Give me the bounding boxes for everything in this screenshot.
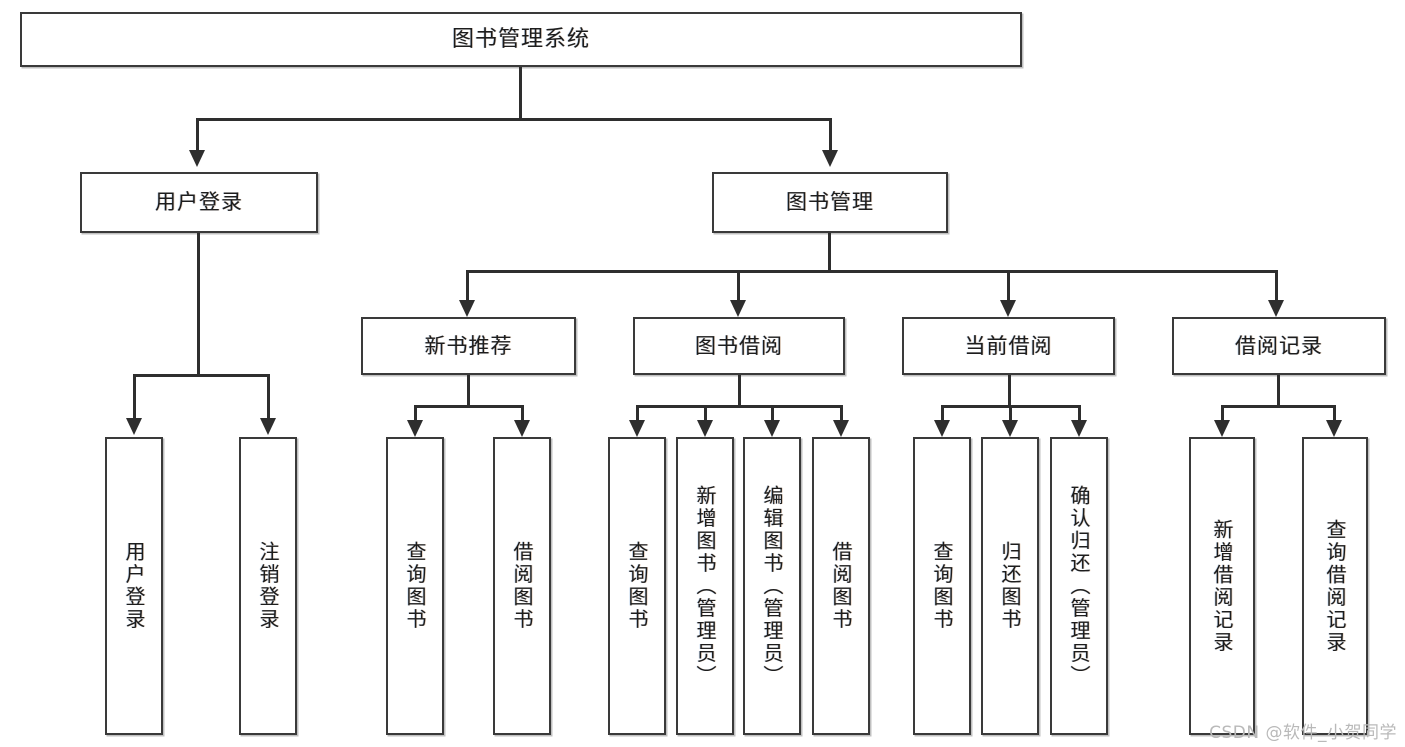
node-label: 归还图书 [998, 541, 1022, 631]
arrowhead-bb-4 [833, 420, 849, 437]
node-label: 用户登录 [122, 541, 146, 631]
leaf-nbr-query-book[interactable]: 查询图书 [386, 437, 444, 735]
node-user-login[interactable]: 用户登录 [80, 172, 318, 233]
connector-leg-bb-1 [636, 405, 639, 420]
connector-leg-nbr-2 [521, 405, 524, 420]
connector-bb-bus [636, 405, 843, 408]
leaf-bb-edit-book-admin[interactable]: 编辑图书（管理员） [743, 437, 801, 735]
node-label: 新增借阅记录 [1210, 518, 1234, 654]
node-book-management[interactable]: 图书管理 [712, 172, 948, 233]
arrowhead-cb-1 [934, 420, 950, 437]
connector-leg-book-manage [829, 118, 832, 150]
arrowhead-ul-1 [126, 418, 142, 435]
connector-user-login-stub [197, 233, 200, 374]
node-label: 确认归还（管理员） [1067, 484, 1091, 688]
node-label: 查询图书 [930, 541, 954, 631]
leaf-cb-return-book[interactable]: 归还图书 [981, 437, 1039, 735]
leaf-cb-query-book[interactable]: 查询图书 [913, 437, 971, 735]
arrowhead-nbr-1 [407, 420, 423, 437]
connector-leg-l3-4 [1275, 270, 1278, 300]
connector-root-stub [519, 67, 522, 118]
connector-leg-br-2 [1333, 405, 1336, 420]
node-label: 图书借阅 [695, 333, 783, 358]
leaf-logout[interactable]: 注销登录 [239, 437, 297, 735]
node-label: 新书推荐 [424, 333, 513, 358]
arrowhead-ul-2 [260, 418, 276, 435]
node-label: 查询图书 [403, 541, 427, 631]
connector-leg-bb-4 [840, 405, 843, 420]
connector-leg-bb-3 [771, 405, 774, 420]
connector-user-login-bus [133, 374, 270, 377]
connector-br-stub [1277, 375, 1280, 405]
leaf-cb-confirm-return-admin[interactable]: 确认归还（管理员） [1050, 437, 1108, 735]
watermark-text: CSDN @软件_小贺同学 [1209, 723, 1397, 743]
connector-leg-cb-2 [1009, 405, 1012, 420]
connector-cb-stub [1008, 375, 1011, 405]
node-borrow-record[interactable]: 借阅记录 [1172, 317, 1386, 375]
arrowhead-bb-2 [697, 420, 713, 437]
arrowhead-l3-2 [730, 300, 746, 317]
arrowhead-book-manage [822, 150, 838, 167]
node-label: 用户登录 [155, 190, 243, 215]
arrowhead-user-login [189, 150, 205, 167]
connector-root-bus [196, 118, 832, 121]
arrowhead-cb-3 [1071, 420, 1087, 437]
connector-leg-cb-1 [941, 405, 944, 420]
connector-leg-l3-1 [466, 270, 469, 300]
node-label: 借阅图书 [510, 541, 534, 631]
node-label: 编辑图书（管理员） [760, 484, 784, 688]
connector-leg-l3-2 [737, 270, 740, 300]
node-label: 注销登录 [256, 541, 280, 631]
node-label: 查询图书 [625, 541, 649, 631]
node-label: 图书管理系统 [451, 26, 590, 52]
connector-leg-nbr-1 [414, 405, 417, 420]
connector-nbr-bus [414, 405, 524, 408]
node-label: 借阅记录 [1235, 333, 1323, 358]
arrowhead-nbr-2 [514, 420, 530, 437]
arrowhead-br-2 [1326, 420, 1342, 437]
node-label: 查询借阅记录 [1323, 518, 1347, 654]
connector-book-manage-bus [466, 270, 1278, 273]
connector-leg-ul-1 [133, 374, 136, 418]
node-current-borrow[interactable]: 当前借阅 [902, 317, 1115, 375]
node-book-borrow[interactable]: 图书借阅 [633, 317, 845, 375]
arrowhead-l3-4 [1268, 300, 1284, 317]
node-label: 当前借阅 [964, 333, 1053, 358]
leaf-br-add-record[interactable]: 新增借阅记录 [1189, 437, 1255, 735]
arrowhead-cb-2 [1002, 420, 1018, 437]
connector-bb-stub [738, 375, 741, 405]
leaf-user-login[interactable]: 用户登录 [105, 437, 163, 735]
arrowhead-l3-1 [459, 300, 475, 317]
node-label: 新增图书（管理员） [693, 484, 717, 688]
connector-leg-ul-2 [267, 374, 270, 418]
node-root-system[interactable]: 图书管理系统 [20, 12, 1022, 67]
arrowhead-br-1 [1214, 420, 1230, 437]
connector-nbr-stub [467, 375, 470, 405]
node-label: 图书管理 [786, 190, 874, 215]
leaf-br-query-record[interactable]: 查询借阅记录 [1302, 437, 1368, 735]
connector-leg-user-login [196, 118, 199, 150]
connector-leg-cb-3 [1078, 405, 1081, 420]
arrowhead-bb-1 [629, 420, 645, 437]
connector-br-bus [1221, 405, 1336, 408]
leaf-nbr-borrow-book[interactable]: 借阅图书 [493, 437, 551, 735]
node-label: 借阅图书 [829, 541, 853, 631]
leaf-bb-borrow-book[interactable]: 借阅图书 [812, 437, 870, 735]
connector-leg-br-1 [1221, 405, 1224, 420]
leaf-bb-add-book-admin[interactable]: 新增图书（管理员） [676, 437, 734, 735]
connector-leg-bb-2 [704, 405, 707, 420]
connector-book-manage-stub [828, 233, 831, 270]
connector-leg-l3-3 [1007, 270, 1010, 300]
arrowhead-l3-3 [1000, 300, 1016, 317]
leaf-bb-query-book[interactable]: 查询图书 [608, 437, 666, 735]
arrowhead-bb-3 [764, 420, 780, 437]
node-new-book-recommend[interactable]: 新书推荐 [361, 317, 576, 375]
